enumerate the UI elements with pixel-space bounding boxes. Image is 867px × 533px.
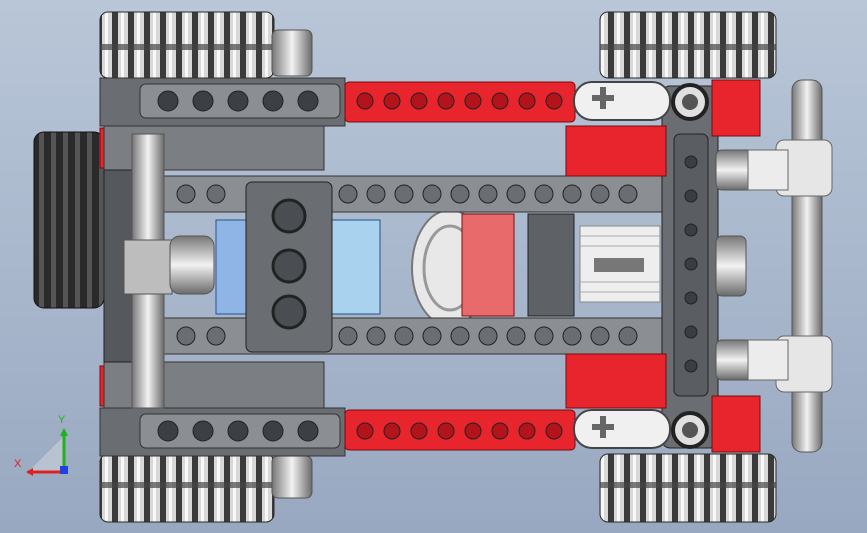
beam-hole [366,326,386,346]
beam-hole [338,184,358,204]
beam-hole [227,90,249,112]
red-plate-right-upper [565,125,667,177]
beam-hole [176,184,196,204]
beam-hole [394,326,414,346]
red-end-bottom [711,395,761,453]
beam-hole [506,184,526,204]
universal-joint [169,235,215,295]
front-axle [791,79,823,453]
axle-coupler [123,239,173,295]
gear-top-center [682,94,698,110]
red-end-top [711,79,761,137]
steering-link-top [573,81,671,121]
beam-hole [618,326,638,346]
light-blue-brick [327,219,381,315]
beam-hole [464,422,482,440]
beam-hole [491,422,509,440]
cross-beam-holes [684,155,698,373]
beam-hole [262,90,284,112]
coordinate-triad: X Y [14,414,68,476]
beam-hole [297,420,319,442]
beam-hole [684,359,698,373]
frame-holes [176,184,638,346]
grille-slats [580,235,660,293]
beam-holes [157,90,563,442]
axle-sleeve-top [747,149,789,191]
beam-hole [394,184,414,204]
axle-sleeve-bottom [747,339,789,381]
top-beam-red [344,81,576,123]
beam-hole [518,92,536,110]
beam-hole [590,326,610,346]
beam-hole [506,326,526,346]
beam-hole [410,422,428,440]
beam-hole [491,92,509,110]
wheel-bottom-right [599,453,777,523]
beam-hole [437,92,455,110]
beam-hole [410,92,428,110]
beam-hole [464,92,482,110]
beam-hole [383,92,401,110]
beam-hole [450,184,470,204]
beam-hole [545,92,563,110]
beam-hole [338,326,358,346]
beam-hole [534,184,554,204]
beam-hole [684,257,698,271]
engine-brick [245,181,333,353]
beam-hole [478,326,498,346]
rear-wheel-left-side [33,131,105,309]
red-gear-block [461,213,515,317]
hub-pin-bottom [271,455,313,499]
beam-hole [478,184,498,204]
x-axis-label: X [14,458,22,470]
hub-pin-top [271,29,313,77]
bottom-beam-red [344,409,576,451]
beam-hole [356,422,374,440]
beam-hole [422,326,442,346]
beam-hole [684,223,698,237]
beam-hole [437,422,455,440]
beam-hole [366,184,386,204]
beam-hole [383,422,401,440]
beam-hole [518,422,536,440]
beam-hole [192,420,214,442]
red-plate-right-lower [565,353,667,409]
beam-hole [545,422,563,440]
beam-hole [206,326,226,346]
beam-hole [297,90,319,112]
beam-hole [618,184,638,204]
beam-hole [590,184,610,204]
wheel-bottom-left [99,453,275,523]
beam-hole [562,326,582,346]
beam-hole [562,184,582,204]
beam-hole [176,326,196,346]
beam-hole [262,420,284,442]
wheel-top-right [599,11,777,79]
beam-hole [206,184,226,204]
gear-bottom-center [682,422,698,438]
beam-hole [450,326,470,346]
beam-hole [684,189,698,203]
beam-hole [192,90,214,112]
gear-knob-2 [715,235,747,297]
wheel-top-left [99,11,275,79]
beam-hole [684,155,698,169]
y-axis-label: Y [58,414,66,426]
z-axis-marker [60,466,68,474]
beam-hole [157,90,179,112]
beam-hole [684,291,698,305]
center-block [527,213,575,317]
steering-link-bottom [573,409,671,449]
beam-hole [684,325,698,339]
beam-hole [157,420,179,442]
beam-hole [422,184,442,204]
beam-hole [356,92,374,110]
beam-hole [534,326,554,346]
beam-hole [227,420,249,442]
